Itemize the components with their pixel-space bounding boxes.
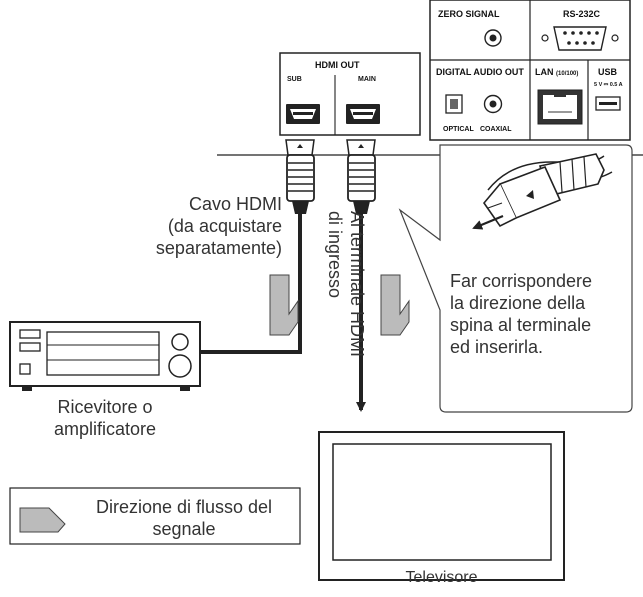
receiver-label-line1: Ricevitore o <box>57 397 153 417</box>
plug-note-line3: spina al terminale <box>450 315 592 335</box>
legend-box <box>9 487 301 545</box>
coaxial-jack <box>483 94 503 114</box>
cable-label-line1: Cavo HDMI <box>188 194 282 214</box>
cable-to-receiver <box>160 214 302 357</box>
hdmi-main-port <box>346 104 380 124</box>
legend-arrow-icon <box>19 507 66 533</box>
legend-label-line1: Direzione di flusso del <box>95 497 273 517</box>
legend-label: Direzione di flusso del segnale <box>70 496 298 540</box>
lan-label: LAN (10/100) <box>535 67 578 77</box>
plug-illustration <box>482 153 613 228</box>
hdmi-sub-port <box>286 104 320 124</box>
terminal-label-line1: Al terminale HDMI <box>347 211 367 358</box>
receiver-device <box>9 321 201 391</box>
cable-label-line3: separatamente) <box>155 238 282 258</box>
plug-note: Far corrispondere la direzione della spi… <box>450 270 630 358</box>
cable-label: Cavo HDMI (da acquistare separatamente) <box>110 193 282 259</box>
lan-port <box>537 89 583 125</box>
tv-label: Televisore <box>405 569 478 586</box>
legend-label-line2: segnale <box>152 519 216 539</box>
terminal-label-line2: di ingresso <box>325 211 345 299</box>
rear-panel: ZERO SIGNAL RS-232C DIGITAL AUDIO OUT LA… <box>279 0 631 141</box>
optical-port <box>445 94 463 114</box>
rs232c-port <box>541 26 619 51</box>
hdmi-main-label: MAIN <box>358 76 376 83</box>
plug-note-line1: Far corrispondere <box>450 271 593 291</box>
plug-note-line4: ed inserirla. <box>450 337 544 357</box>
insert-direction-arrow <box>472 214 504 230</box>
digital-audio-out-label: DIGITAL AUDIO OUT <box>436 67 524 77</box>
cable-label-line2: (da acquistare <box>167 216 282 236</box>
receiver-label-line2: amplificatore <box>53 419 157 439</box>
plug-callout <box>398 144 633 413</box>
signal-flow-arrow-tv <box>380 274 410 336</box>
hdmi-out-label: HDMI OUT <box>315 60 360 70</box>
receiver-label: Ricevitore o amplificatore <box>10 396 200 440</box>
hdmi-sub-label: SUB <box>287 76 302 83</box>
tv-device <box>318 431 565 581</box>
coaxial-label: COAXIAL <box>480 126 512 133</box>
optical-label: OPTICAL <box>443 126 474 133</box>
plug-note-line2: la direzione della <box>450 293 586 313</box>
usb-port <box>595 96 621 111</box>
usb-label: USB <box>598 67 618 77</box>
zero-signal-label: ZERO SIGNAL <box>438 9 500 19</box>
rs232c-label: RS-232C <box>563 9 601 19</box>
hdmi-plug-sub <box>285 139 315 214</box>
hdmi-plug-main <box>346 139 376 214</box>
terminal-label: Al terminale HDMI di ingresso <box>324 211 368 451</box>
usb-rating-label: 5 V ⎓ 0.5 A <box>594 82 623 88</box>
signal-flow-arrow-receiver <box>269 274 299 336</box>
